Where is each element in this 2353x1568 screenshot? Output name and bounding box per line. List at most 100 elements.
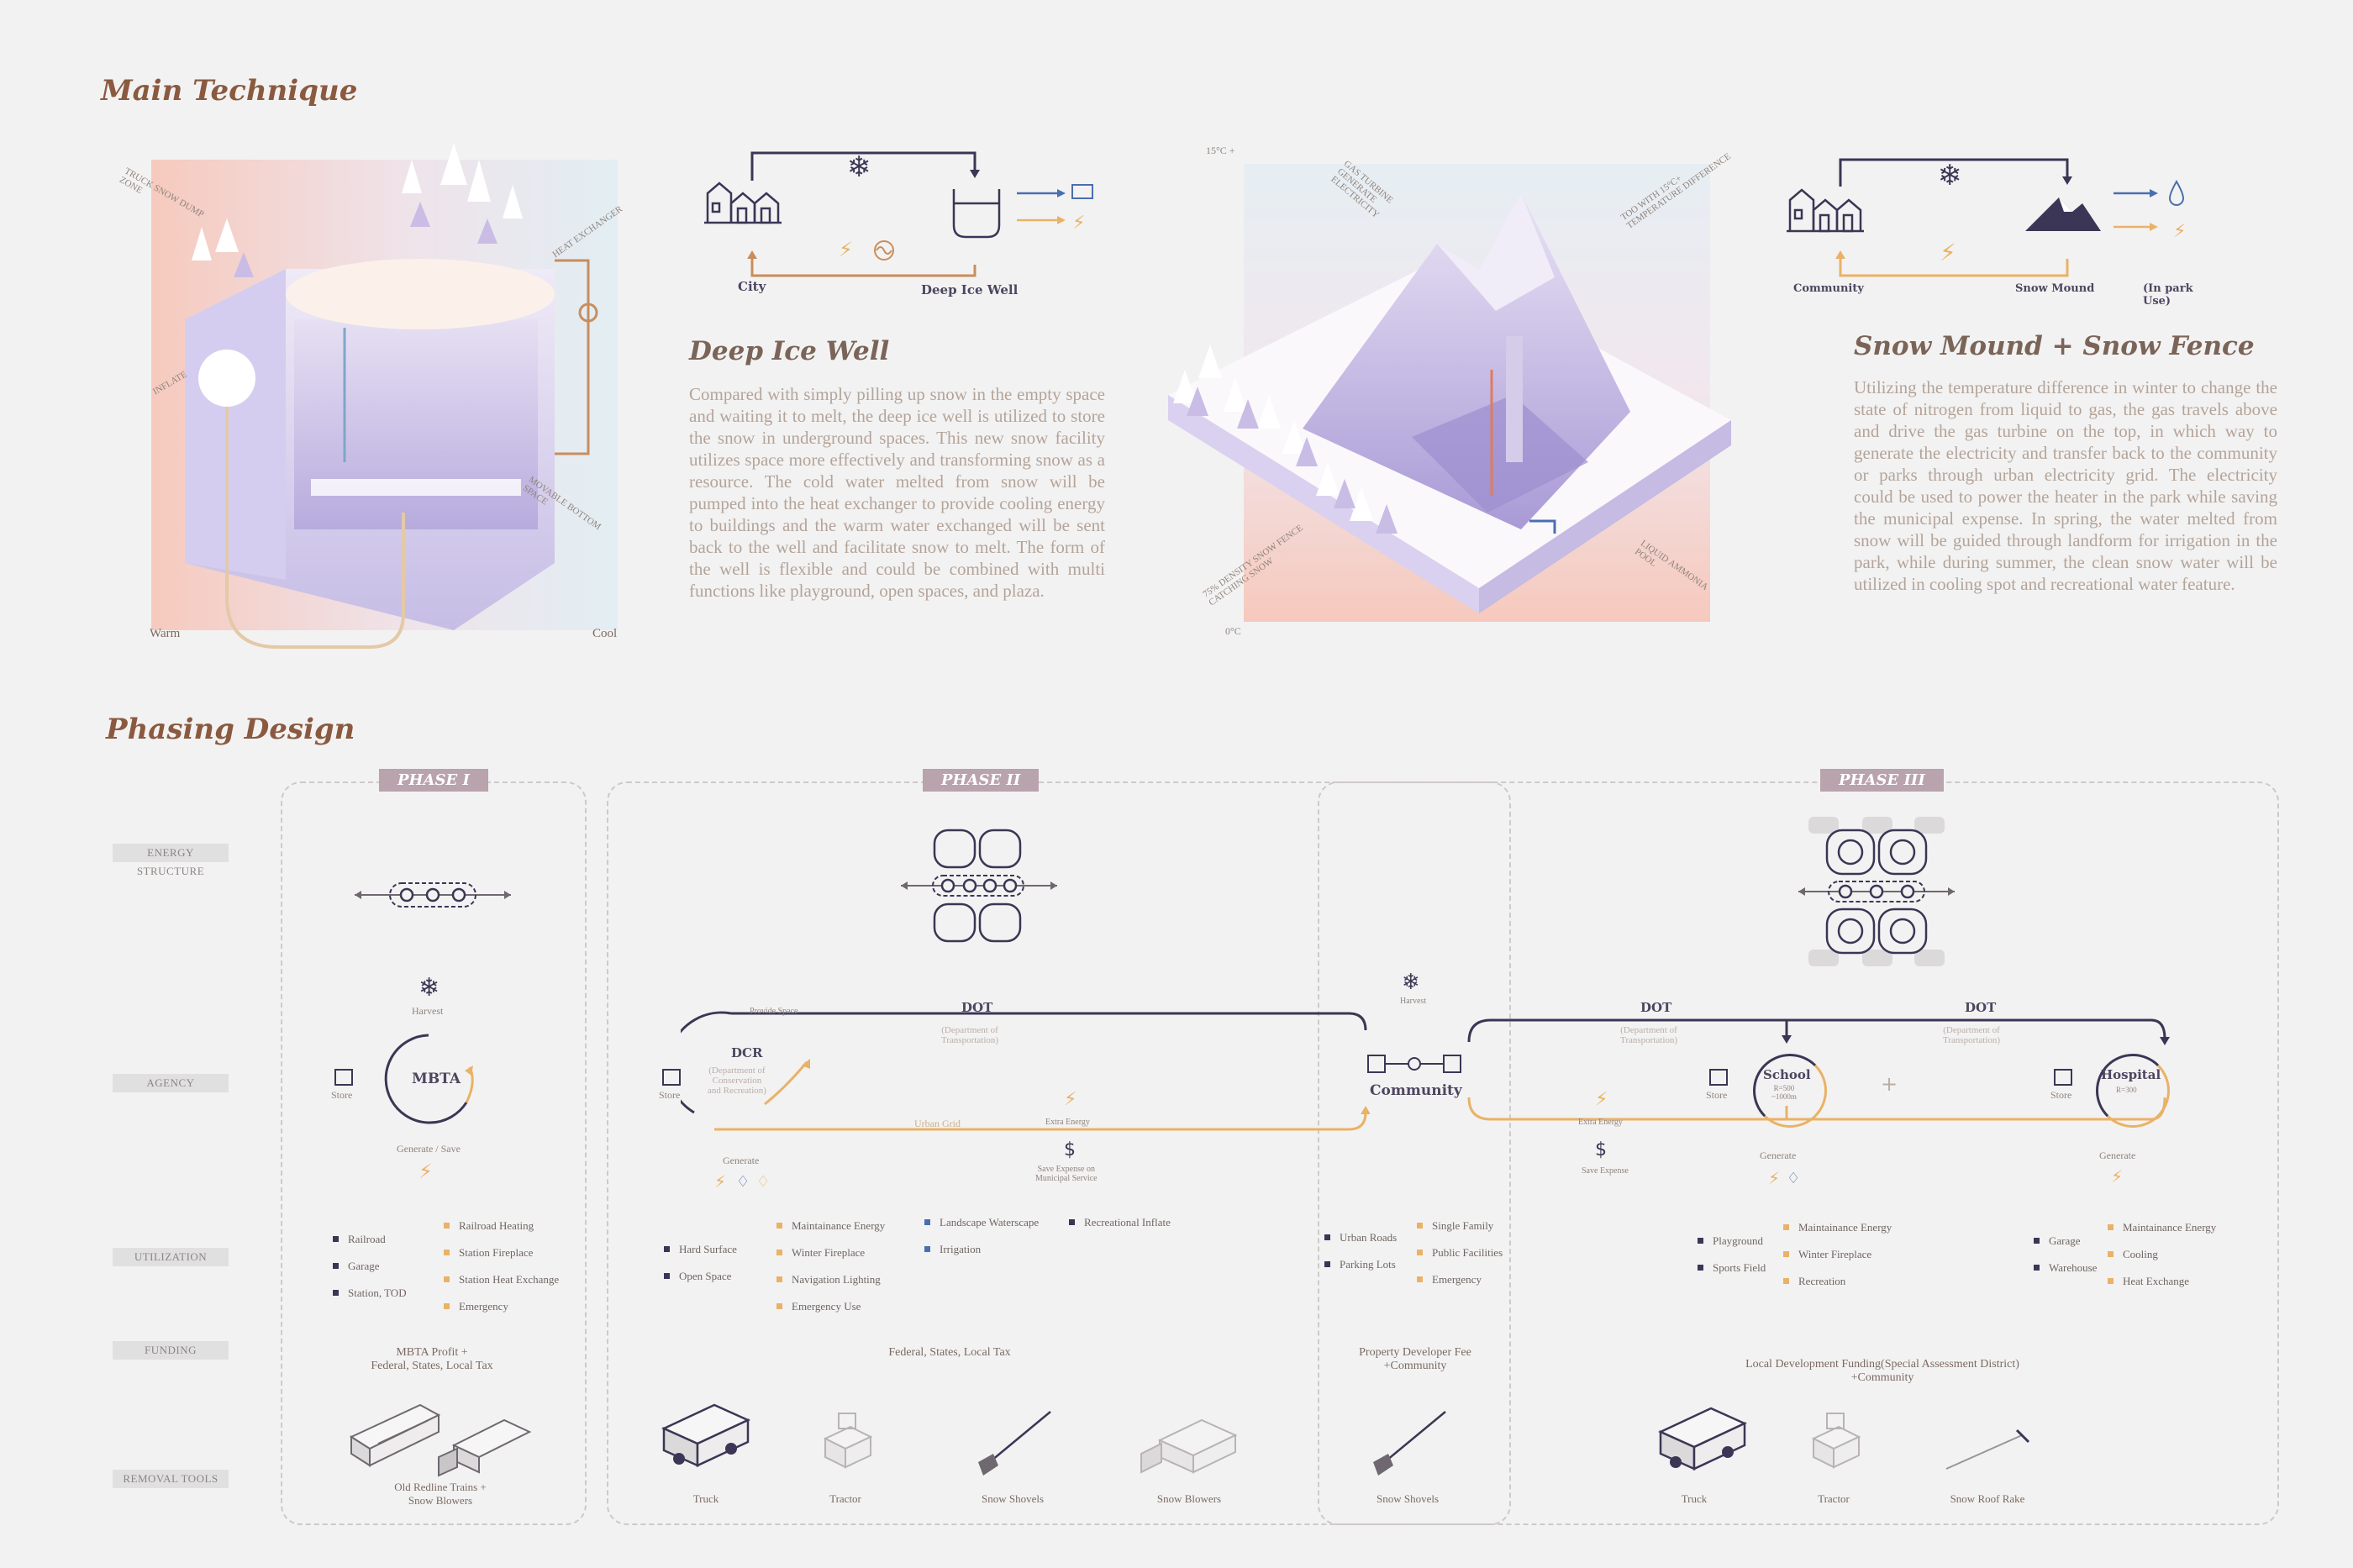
top-temp-label: 15°C +: [1206, 145, 1235, 156]
community-connector-icon: [1366, 1054, 1462, 1074]
phase1-agency-cycle: [382, 1032, 483, 1124]
phase1-snowflake-icon: ❄: [418, 973, 440, 1002]
list-item: Maintainance Energy: [776, 1218, 885, 1245]
phase3-school-drop-icon: ♢: [1787, 1170, 1801, 1187]
list-item: Recreation: [1783, 1274, 1892, 1301]
phase2-store-icon: [662, 1069, 681, 1086]
phasing-design-title: Phasing Design: [106, 713, 355, 746]
deep-ice-well-paragraph: Compared with simply pilling up snow in …: [689, 384, 1105, 601]
phase3-dot2-sub: (Department of Transportation): [1943, 1025, 2001, 1045]
phase3-school-label: School: [1763, 1067, 1811, 1082]
community-snowflake-icon: ❄: [1402, 970, 1420, 995]
flow-label-in-park-use: (In park Use): [2143, 282, 2193, 308]
community-harvest-label: Harvest: [1400, 997, 1427, 1006]
phase1-agency-mbta: MBTA: [412, 1071, 461, 1087]
phase3-tool-truck: Truck: [1681, 1492, 1708, 1505]
phase2-agency-diagram: [666, 1003, 1371, 1146]
community-util-orange: Single Family Public Facilities Emergenc…: [1417, 1218, 1503, 1299]
bottom-temp-label: 0°C: [1225, 625, 1241, 637]
community-box: [1318, 781, 1511, 1525]
tractor-icon: [808, 1405, 884, 1481]
phase2-save-label: Save Expense on Municipal Service: [1035, 1165, 1098, 1183]
phase3-generate-label-school: Generate: [1760, 1150, 1797, 1161]
list-item: Garage: [2034, 1234, 2097, 1260]
list-item: Maintainance Energy: [1783, 1220, 1892, 1247]
svg-text:⚡: ⚡: [2173, 221, 2186, 242]
list-item: Emergency Use: [776, 1299, 885, 1326]
list-item: Garage: [333, 1259, 407, 1286]
phase3-hospital-cycle: [2096, 1054, 2170, 1128]
truck-icon: [655, 1395, 756, 1479]
svg-text:⚡: ⚡: [1072, 213, 1085, 234]
phase2-tool-blowers: Snow Blowers: [1156, 1492, 1222, 1505]
phase3-store-icon-school: [1709, 1069, 1728, 1086]
phase3-plus-icon: +: [1881, 1072, 1898, 1096]
phase3-hospital-label: Hospital: [2101, 1067, 2161, 1082]
phase2-drop-icon: ♢: [736, 1173, 750, 1191]
list-item: Station Heat Exchange: [444, 1272, 559, 1299]
phase3-dot1-sub: (Department of Transportation): [1620, 1025, 1678, 1045]
list-item: Parking Lots: [1324, 1257, 1397, 1284]
phase1-tools-label: Old Redline Trains + Snow Blowers: [394, 1481, 487, 1507]
list-item: Playground: [1698, 1234, 1766, 1260]
community-shovel-icon: [1361, 1405, 1454, 1481]
phase2-generate-label: Generate: [723, 1155, 760, 1166]
phase2-provide-space-label: Provide Space: [750, 1007, 798, 1016]
phase2-util-dark: Hard Surface Open Space: [664, 1242, 737, 1296]
snow-mound-flow-diagram: ❄ ⚡ ⚡ Community Snow Mound (In park Use): [1782, 151, 2219, 308]
phase2-util-blue: Landscape Waterscape Irrigation: [924, 1215, 1039, 1269]
list-item: Landscape Waterscape: [924, 1215, 1039, 1242]
roof-rake-icon: [1941, 1425, 2034, 1476]
phase2-dollar-icon: $: [1064, 1139, 1076, 1160]
main-technique-title: Main Technique: [101, 74, 358, 108]
phase3-truck-icon: [1652, 1398, 1753, 1482]
row-funding: FUNDING: [113, 1341, 229, 1360]
phase3-util-dark-a: Playground Sports Field: [1698, 1234, 1766, 1287]
phase1-bolt-icon: ⚡: [418, 1160, 433, 1183]
phase1-store-label: Store: [331, 1089, 353, 1101]
list-item: Winter Fireplace: [1783, 1247, 1892, 1274]
phase1-store-icon: [334, 1069, 353, 1086]
phase3-tractor-icon: [1797, 1405, 1872, 1481]
list-item: Station, TOD: [333, 1286, 407, 1313]
phase3-tool-roof-rake: Snow Roof Rake: [1950, 1492, 2025, 1505]
list-item: Irrigation: [924, 1242, 1039, 1269]
list-item: Open Space: [664, 1269, 737, 1296]
phase3-tag: PHASE III: [1820, 769, 1944, 792]
warm-label: Warm: [150, 627, 181, 640]
phase1-harvest-label: Harvest: [412, 1005, 444, 1017]
phase3-util-orange-b: Maintainance Energy Cooling Heat Exchang…: [2108, 1220, 2216, 1301]
cool-label: Cool: [592, 627, 618, 640]
list-item: Warehouse: [2034, 1260, 2097, 1287]
phase3-hospital-bolt-icon: ⚡: [2111, 1166, 2124, 1187]
list-item: Railroad: [333, 1232, 407, 1259]
phase2-util-orange: Maintainance Energy Winter Fireplace Nav…: [776, 1218, 885, 1326]
phase2-extra-energy-label: Extra Energy: [1045, 1118, 1090, 1127]
svg-text:⚡: ⚡: [839, 238, 853, 261]
snow-mound-illustration: 15°C + 0°C GAS TURBINE GENERATE ELECTRIC…: [1160, 143, 1748, 647]
phase3-school-cycle: [1753, 1054, 1827, 1128]
phase3-dot1-label: DOT: [1640, 1000, 1672, 1015]
list-item: Hard Surface: [664, 1242, 737, 1269]
phase2-tool-tractor: Tractor: [829, 1492, 861, 1505]
community-tool-shovels: Snow Shovels: [1376, 1492, 1440, 1505]
phase1-generate-label: Generate / Save: [397, 1143, 461, 1155]
phase2-dcr-label: DCR: [731, 1045, 763, 1060]
list-item: Public Facilities: [1417, 1245, 1503, 1272]
phase3-school-sub: R=500 ~1000m: [1771, 1084, 1797, 1101]
phase2-dot-sub: (Department of Transportation): [941, 1025, 999, 1045]
phase3-extra-energy-label: Extra Energy: [1578, 1118, 1623, 1127]
deep-ice-well-heading: Deep Ice Well: [689, 336, 890, 366]
phase3-tool-tractor: Tractor: [1818, 1492, 1850, 1505]
list-item: Recreational Inflate: [1069, 1215, 1171, 1242]
phase3-school-bolt-icon: ⚡: [1768, 1168, 1781, 1188]
phase1-tag: PHASE I: [379, 769, 488, 792]
row-agency: AGENCY: [113, 1074, 229, 1092]
phase2-funding: Federal, States, Local Tax: [888, 1346, 1011, 1359]
list-item: Maintainance Energy: [2108, 1220, 2216, 1247]
phase1-energy-structure: [353, 874, 513, 916]
phase3-generate-label-hospital: Generate: [2099, 1150, 2136, 1161]
phase1-funding: MBTA Profit + Federal, States, Local Tax: [371, 1346, 493, 1372]
list-item: Sports Field: [1698, 1260, 1766, 1287]
shovel-icon: [966, 1405, 1059, 1481]
